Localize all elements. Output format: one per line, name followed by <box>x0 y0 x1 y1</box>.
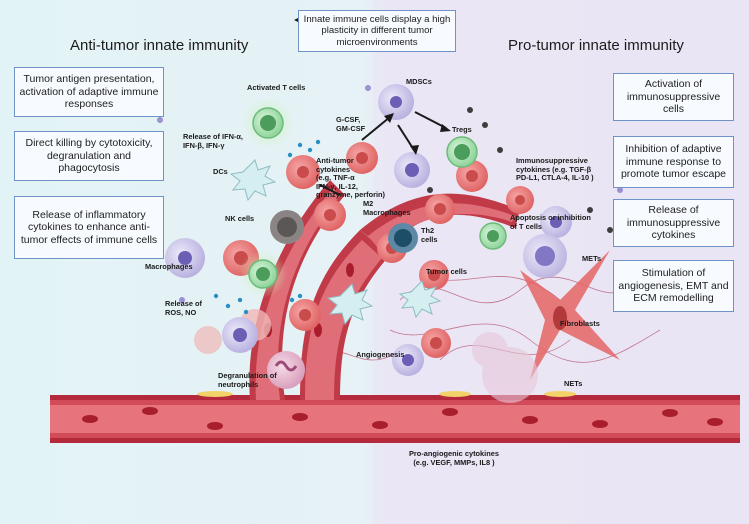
cytokine-dots <box>157 85 623 315</box>
activated-t-cell <box>242 97 294 149</box>
label-m2-macrophages: M2 Macrophages <box>363 199 411 217</box>
label-fibroblasts: Fibroblasts <box>560 319 600 328</box>
label-tregs: Tregs <box>452 125 472 134</box>
label-ifn-release: Release of IFN-α, IFN-β, IFN-γ <box>183 132 243 150</box>
met-cell <box>523 234 567 278</box>
label-mets: METs <box>582 254 602 263</box>
label-activated-t-cells: Activated T cells <box>247 83 306 92</box>
arrowheads <box>294 15 451 155</box>
label-immunosuppressive-cytokines: Immunosuppressive cytokines (e.g. TGF-β … <box>516 156 594 183</box>
apoptotic-t-cell <box>479 222 507 250</box>
fibroblast <box>520 250 620 380</box>
label-macrophages: Macrophages <box>145 262 193 271</box>
immune-cells-lavender <box>165 84 572 376</box>
label-tumor-cells: Tumor cells <box>426 267 467 276</box>
left-box-antigen-presentation: Tumor antigen presentation, activation o… <box>14 67 164 117</box>
label-pro-angiogenic: Pro-angiogenic cytokines (e.g. VEGF, MMP… <box>409 449 499 467</box>
nk-cell <box>270 210 304 244</box>
label-dcs: DCs <box>213 167 228 176</box>
treg-cell <box>446 136 478 168</box>
label-degranulation: Degranulation of neutrophils <box>218 371 277 389</box>
th2-cell <box>388 223 418 253</box>
plasticity-box: Innate immune cells display a high plast… <box>298 10 456 52</box>
left-box-direct-killing: Direct killing by cytotoxicity, degranul… <box>14 131 164 181</box>
dendritic-cells <box>229 159 442 326</box>
label-mdscs: MDSCs <box>406 77 432 86</box>
label-nets: NETs <box>564 379 583 388</box>
net-web <box>472 332 538 403</box>
right-box-adaptive-inhibition: Inhibition of adaptive immune response t… <box>613 136 734 188</box>
right-box-immunosuppressive-release: Release of immunosuppressive cytokines <box>613 199 734 247</box>
label-nk-cells: NK cells <box>225 214 255 223</box>
label-apoptosis: Apoptosis or inhibition of T cells <box>510 213 591 231</box>
right-box-angiogenesis-emt: Stimulation of angiogenesis, EMT and ECM… <box>613 260 734 312</box>
label-th2-cells: Th2 cells <box>421 226 438 244</box>
right-heading: Pro-tumor innate immunity <box>508 37 684 54</box>
label-anti-tumor-cytokines: Anti-tumor cytokines (e.g. TNF-α IFN-γ, … <box>316 156 385 200</box>
label-angiogenesis: Angiogenesis <box>356 350 405 359</box>
label-g-csf: G-CSF, GM-CSF <box>336 115 366 133</box>
left-box-inflammatory-cytokines: Release of inflammatory cytokines to enh… <box>14 196 164 259</box>
left-heading: Anti-tumor innate immunity <box>70 37 249 54</box>
label-ros-no: Release of ROS, NO <box>165 299 202 317</box>
right-box-immunosuppressive-activation: Activation of immunosuppressive cells <box>613 73 734 121</box>
neutrophil <box>267 351 305 389</box>
t-cell-lower <box>239 250 287 298</box>
